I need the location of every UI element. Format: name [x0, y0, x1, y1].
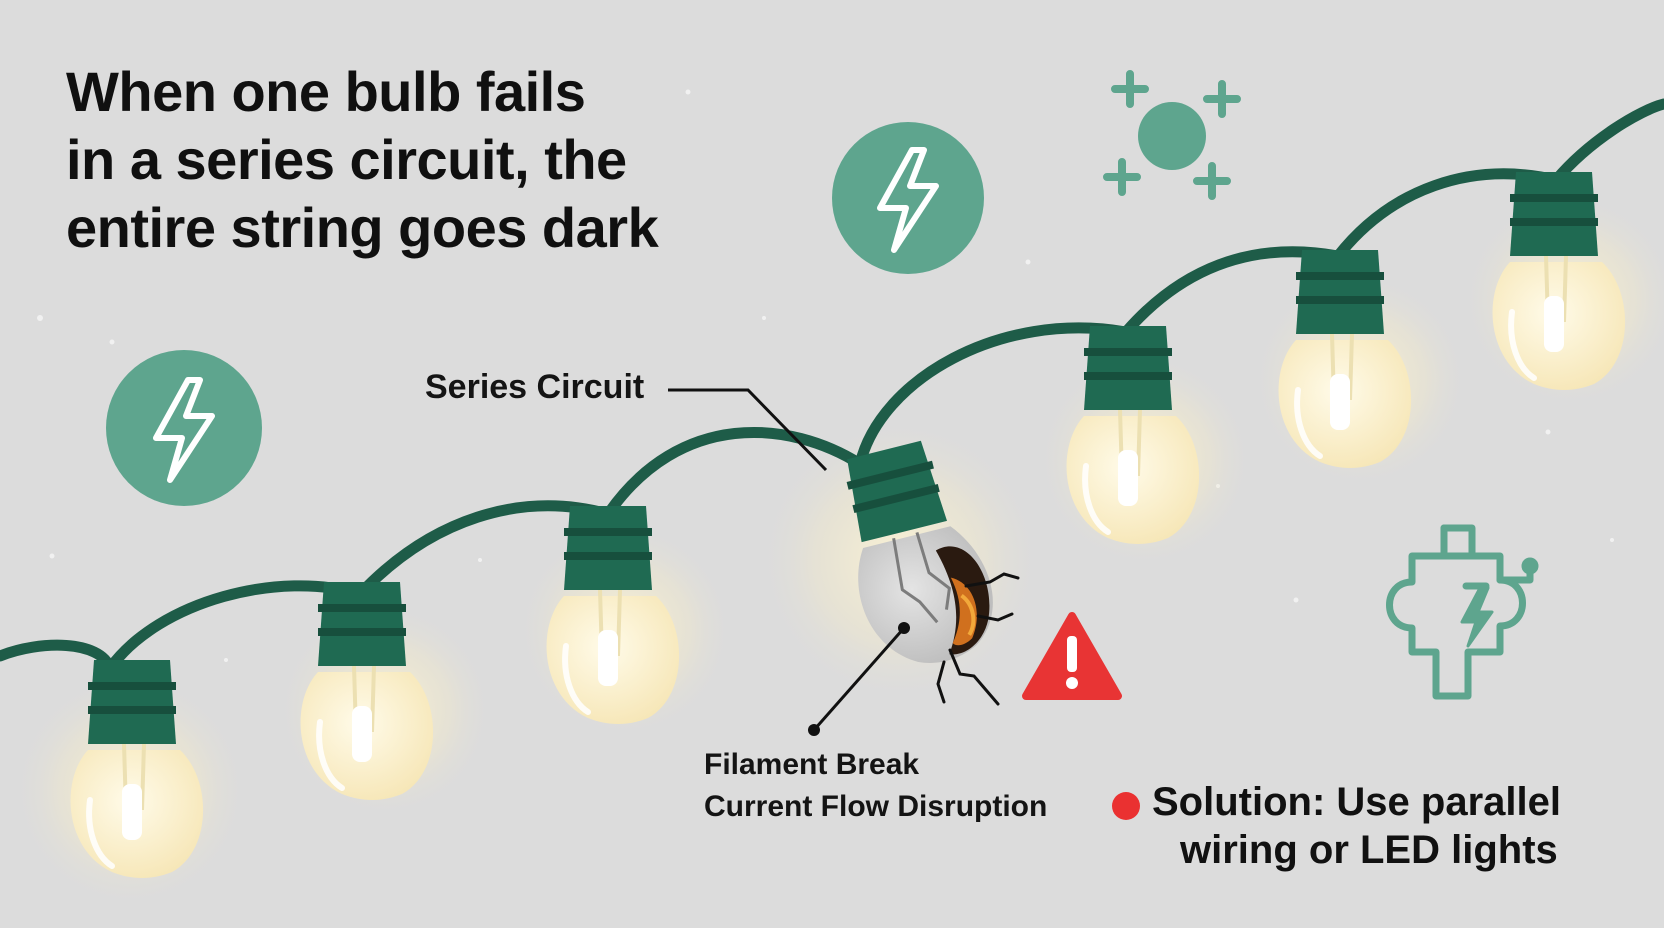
headline-line-1: When one bulb fails: [66, 60, 586, 123]
solution-line-1: Solution: Use parallel: [1152, 780, 1561, 824]
bulb-3: [546, 506, 680, 724]
broken-bulb: [846, 440, 993, 663]
series-circuit-label: Series Circuit: [425, 368, 645, 406]
headline-line-3: entire string goes dark: [66, 196, 659, 259]
filament-break-label: Filament Break: [704, 748, 920, 781]
filament-pointer: [808, 622, 910, 736]
crack-lines: [936, 572, 1020, 706]
headline-line-2: in a series circuit, the: [66, 128, 627, 191]
circuit-lightning-icon: [1386, 524, 1539, 700]
sparkle-cluster-icon: [1103, 70, 1241, 200]
solution-line-2: wiring or LED lights: [1180, 828, 1558, 872]
current-disruption-label: Current Flow Disruption: [704, 790, 1048, 823]
bulb-7: [1492, 172, 1626, 390]
solution-callout: Solution: Use parallel wiring or LED lig…: [1112, 778, 1561, 874]
headline: When one bulb fails in a series circuit,…: [66, 58, 659, 262]
red-dot-icon: [1112, 792, 1140, 820]
warning-triangle-icon: [1022, 612, 1122, 700]
bulb-2: [300, 582, 434, 800]
bulb-6: [1278, 250, 1412, 468]
series-circuit-pointer: [668, 388, 828, 472]
bulb-1: [70, 660, 204, 878]
bulb-5: [1066, 326, 1200, 544]
lightning-circle-icon: [832, 122, 984, 274]
lightning-circle-icon: [106, 350, 262, 506]
